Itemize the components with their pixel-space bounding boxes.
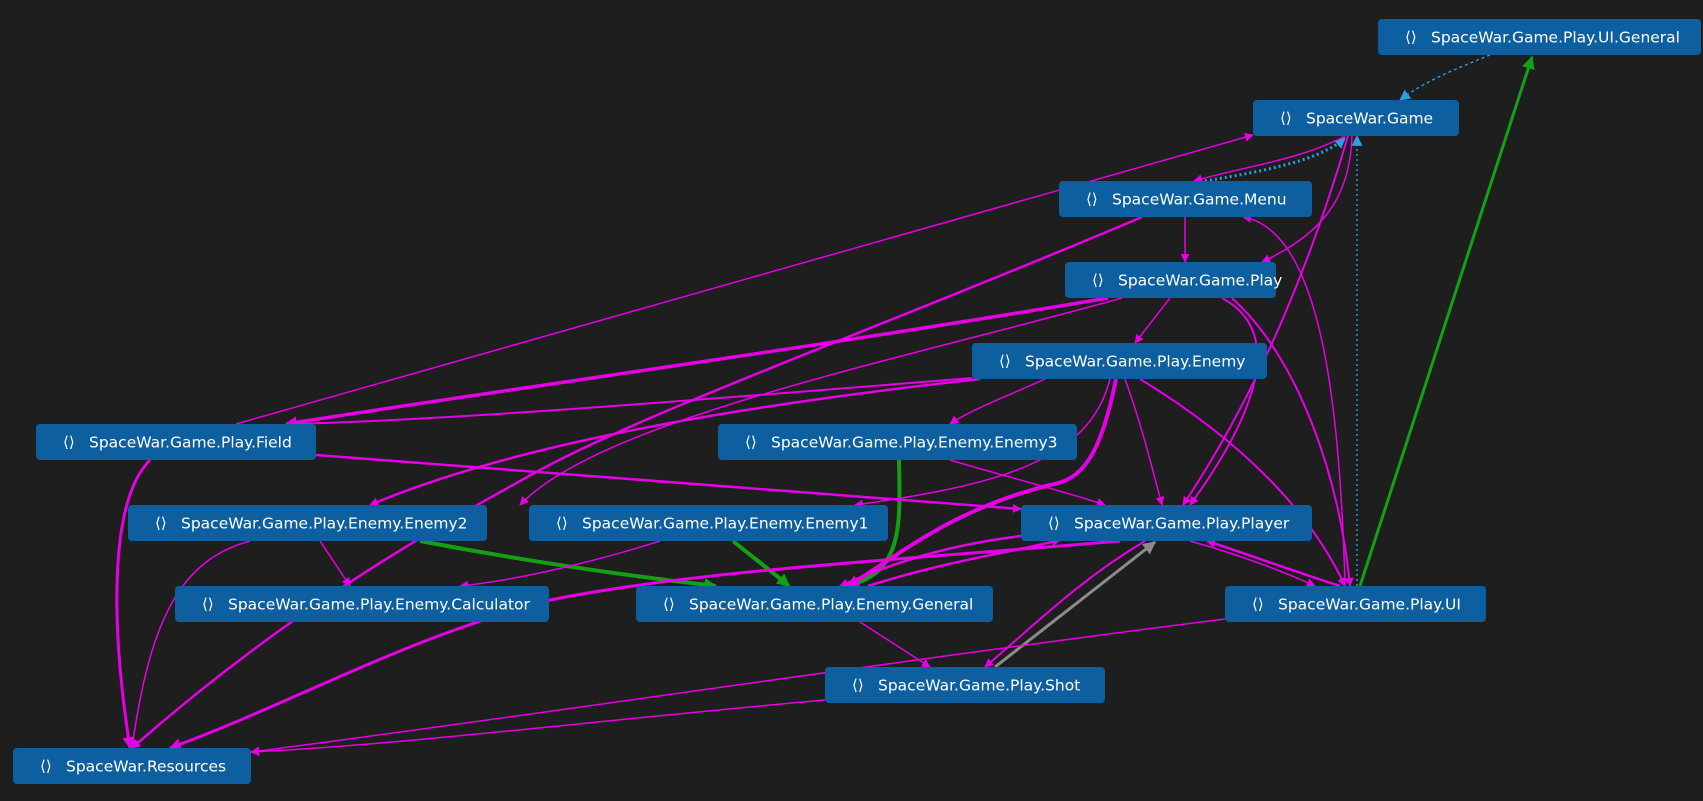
namespace-icon: ⟨⟩ — [663, 595, 675, 613]
node-game[interactable]: ⟨⟩ SpaceWar.Game — [1253, 100, 1459, 136]
edge-ui-general-to-game — [1399, 54, 1491, 101]
edge-player-to-general — [839, 534, 1022, 588]
node-box-background — [1059, 181, 1312, 217]
edge-menu-to-game — [1204, 136, 1346, 183]
namespace-icon: ⟨⟩ — [63, 433, 75, 451]
node-resources[interactable]: ⟨⟩ SpaceWar.Resources — [13, 748, 251, 784]
edge-play-to-enemy1 — [519, 297, 1123, 506]
edge-enemy-to-field — [292, 377, 973, 429]
edge-ui-to-ui-general — [1358, 55, 1535, 587]
namespace-icon: ⟨⟩ — [155, 514, 167, 532]
node-enemy[interactable]: ⟨⟩ SpaceWar.Game.Play.Enemy — [972, 343, 1267, 379]
edge-shot-to-resources — [250, 699, 826, 757]
edge-play-to-ui — [1231, 297, 1354, 587]
node-box-background — [128, 505, 487, 541]
edge-shot-to-player — [994, 540, 1157, 669]
edge-enemy3-to-general — [843, 459, 902, 591]
namespace-icon: ⟨⟩ — [1086, 190, 1098, 208]
edge-game-to-menu — [1193, 135, 1346, 184]
edge-ui-to-menu — [1242, 213, 1346, 587]
node-label: SpaceWar.Game.Play.Enemy.Enemy2 — [181, 515, 468, 533]
edge-ui-to-player — [1206, 539, 1341, 588]
edge-enemy2-to-general — [419, 539, 718, 592]
edge-game-to-play — [1261, 135, 1353, 263]
node-general[interactable]: ⟨⟩ SpaceWar.Game.Play.Enemy.General — [636, 586, 993, 622]
node-label: SpaceWar.Game.Play.Field — [89, 434, 292, 452]
node-box-background — [1253, 100, 1459, 136]
edge-player-to-resources — [168, 539, 1121, 750]
node-box-background — [636, 586, 993, 622]
node-shot[interactable]: ⟨⟩ SpaceWar.Game.Play.Shot — [825, 667, 1105, 703]
node-ui-general[interactable]: ⟨⟩ SpaceWar.Game.Play.UI.General — [1378, 19, 1701, 55]
edge-field-to-player — [315, 453, 1022, 513]
node-label: SpaceWar.Game.Play — [1118, 272, 1282, 290]
edge-game-to-player — [1182, 135, 1349, 506]
edges-layer — [115, 54, 1535, 757]
edge-enemy-to-enemy1 — [854, 378, 1111, 509]
namespace-icon: ⟨⟩ — [1280, 109, 1292, 127]
node-label: SpaceWar.Game.Menu — [1112, 191, 1287, 209]
node-play[interactable]: ⟨⟩ SpaceWar.Game.Play — [1065, 262, 1282, 298]
node-box-background — [529, 505, 888, 541]
edge-enemy1-to-calculator — [459, 540, 661, 590]
edge-general-to-player — [867, 537, 1061, 588]
edge-enemy-to-enemy3 — [949, 378, 1046, 425]
node-enemy1[interactable]: ⟨⟩ SpaceWar.Game.Play.Enemy.Enemy1 — [529, 505, 888, 541]
namespace-icon: ⟨⟩ — [852, 676, 864, 694]
edge-enemy2-to-resources — [128, 540, 251, 749]
namespace-icon: ⟨⟩ — [556, 514, 568, 532]
node-label: SpaceWar.Game.Play.Enemy.Calculator — [228, 596, 531, 614]
edge-player-to-shot — [984, 540, 1146, 668]
node-box-background — [36, 424, 316, 460]
node-label: SpaceWar.Game.Play.Enemy.Enemy3 — [771, 434, 1058, 452]
namespace-icon: ⟨⟩ — [1048, 514, 1060, 532]
namespace-icon: ⟨⟩ — [1092, 271, 1104, 289]
node-box-background — [1065, 262, 1276, 298]
node-label: SpaceWar.Game.Play.Enemy — [1025, 353, 1245, 371]
node-field[interactable]: ⟨⟩ SpaceWar.Game.Play.Field — [36, 424, 316, 460]
node-ui[interactable]: ⟨⟩ SpaceWar.Game.Play.UI — [1225, 586, 1486, 622]
node-label: SpaceWar.Game.Play.Shot — [878, 677, 1080, 695]
namespace-icon: ⟨⟩ — [1405, 28, 1417, 46]
node-enemy2[interactable]: ⟨⟩ SpaceWar.Game.Play.Enemy.Enemy2 — [128, 505, 487, 541]
node-menu[interactable]: ⟨⟩ SpaceWar.Game.Menu — [1059, 181, 1312, 217]
node-player[interactable]: ⟨⟩ SpaceWar.Game.Play.Player — [1021, 505, 1312, 541]
node-label: SpaceWar.Game — [1306, 110, 1433, 128]
node-label: SpaceWar.Game.Play.Enemy.General — [689, 596, 973, 614]
edge-field-to-resources — [115, 458, 152, 750]
node-label: SpaceWar.Game.Play.Enemy.Enemy1 — [582, 515, 869, 533]
namespace-icon: ⟨⟩ — [40, 757, 52, 775]
edge-enemy1-to-general — [731, 539, 791, 588]
node-label: SpaceWar.Game.Play.UI — [1278, 596, 1461, 614]
namespace-icon: ⟨⟩ — [1252, 595, 1264, 613]
node-box-background — [175, 586, 549, 622]
edge-player-to-ui — [1189, 540, 1316, 587]
node-box-background — [825, 667, 1105, 703]
namespace-icon: ⟨⟩ — [202, 595, 214, 613]
edge-play-to-field — [284, 296, 1109, 429]
edge-play-to-enemy — [1134, 297, 1171, 344]
node-label: SpaceWar.Game.Play.UI.General — [1431, 29, 1680, 47]
node-calculator[interactable]: ⟨⟩ SpaceWar.Game.Play.Enemy.Calculator — [175, 586, 549, 622]
edge-enemy-to-enemy2 — [369, 377, 981, 507]
node-box-background — [13, 748, 251, 784]
node-box-background — [1021, 505, 1312, 541]
edge-enemy-to-ui — [1139, 378, 1346, 587]
nodes-layer: ⟨⟩ SpaceWar.Game.Play.UI.General ⟨⟩ SpaceWa… — [13, 19, 1701, 784]
node-label: SpaceWar.Game.Play.Player — [1074, 515, 1290, 533]
edge-ui-to-resources — [250, 618, 1226, 756]
node-label: SpaceWar.Resources — [66, 758, 226, 776]
node-box-background — [718, 424, 1077, 460]
edge-enemy3-to-player — [949, 459, 1106, 507]
node-enemy3[interactable]: ⟨⟩ SpaceWar.Game.Play.Enemy.Enemy3 — [718, 424, 1077, 460]
namespace-icon: ⟨⟩ — [999, 352, 1011, 370]
edge-enemy-to-player — [1124, 378, 1165, 506]
node-box-background — [972, 343, 1267, 379]
edge-play-to-player — [1189, 297, 1259, 506]
node-box-background — [1378, 19, 1701, 55]
node-box-background — [1225, 586, 1486, 622]
namespace-icon: ⟨⟩ — [745, 433, 757, 451]
edge-enemy2-to-calculator — [319, 540, 351, 587]
